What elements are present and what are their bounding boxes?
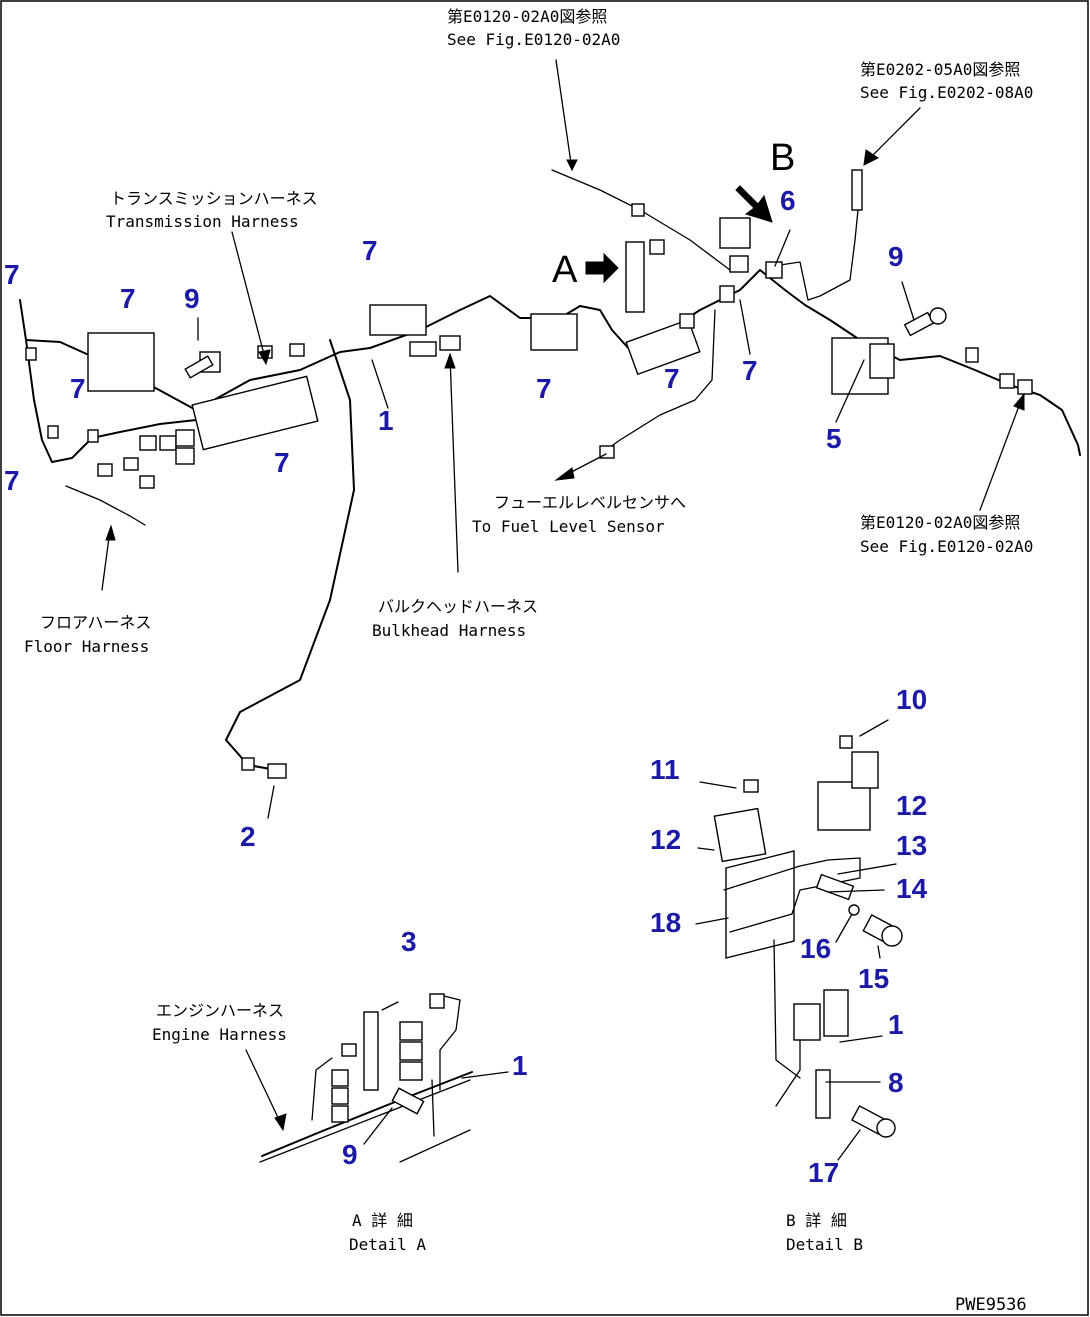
- detail-b-en: Detail B: [786, 1235, 863, 1254]
- bulkhead-en: Bulkhead Harness: [372, 621, 526, 640]
- view-a-letter: A: [552, 249, 578, 291]
- callout-10: 10: [896, 684, 927, 715]
- callout-1-main: 1: [378, 405, 394, 436]
- callout-1-detail-b: 1: [888, 1009, 904, 1040]
- see-top-en: See Fig.E0120-02A0: [447, 30, 620, 49]
- callout-3: 3: [401, 926, 417, 957]
- engine-jp: エンジンハーネス: [156, 1001, 284, 1020]
- engine-en: Engine Harness: [152, 1025, 287, 1044]
- callout-9-left: 9: [184, 283, 200, 314]
- detail-a-drawing: [245, 993, 509, 1163]
- main-harness: [19, 169, 1081, 771]
- see-right-en: See Fig.E0202-08A0: [860, 83, 1033, 102]
- callout-13: 13: [896, 830, 927, 861]
- detail-b-jp: B 詳 細: [786, 1211, 847, 1230]
- callout-7-i: 7: [742, 355, 758, 386]
- callout-9-detail-a: 9: [342, 1139, 358, 1170]
- floor-en: Floor Harness: [24, 637, 149, 656]
- callout-7-g: 7: [536, 373, 552, 404]
- detail-b-drawing: [695, 719, 903, 1161]
- document-id: PWE9536: [955, 1295, 1027, 1315]
- see-right-jp: 第E0202-05A0図参照: [860, 60, 1020, 79]
- callout-17: 17: [808, 1157, 839, 1188]
- see-bottom-jp: 第E0120-02A0図参照: [860, 513, 1020, 532]
- callout-2: 2: [240, 821, 256, 852]
- callout-7-e: 7: [274, 447, 290, 478]
- callout-14: 14: [896, 873, 928, 904]
- callout-7-b: 7: [120, 283, 136, 314]
- callout-1-detail-a: 1: [512, 1050, 528, 1081]
- detail-a-en: Detail A: [349, 1235, 426, 1254]
- callout-15: 15: [858, 963, 889, 994]
- callout-12-left: 12: [650, 824, 681, 855]
- main-leaders: [101, 59, 1025, 819]
- clamps: [87, 304, 895, 451]
- callout-7-d: 7: [4, 465, 20, 496]
- detail-a-jp: A 詳 細: [352, 1211, 413, 1230]
- callouts: 1 2 5 6 7 7 7 7 7 7 7 7 7 9 9 3 1 9 10 1…: [4, 185, 928, 1188]
- view-b-letter: B: [770, 137, 795, 179]
- callout-7-h: 7: [664, 363, 680, 394]
- callout-7-c: 7: [70, 373, 86, 404]
- callout-16: 16: [800, 933, 831, 964]
- annotations: 第E0120-02A0図参照 See Fig.E0120-02A0 第E0202…: [24, 7, 1033, 1315]
- callout-18: 18: [650, 907, 681, 938]
- callout-7-f: 7: [362, 235, 378, 266]
- callout-6: 6: [780, 185, 796, 216]
- callout-11: 11: [650, 754, 680, 785]
- see-bottom-en: See Fig.E0120-02A0: [860, 537, 1033, 556]
- transmission-en: Transmission Harness: [106, 212, 299, 231]
- fuel-en: To Fuel Level Sensor: [472, 517, 665, 536]
- callout-7-a: 7: [4, 259, 20, 290]
- callout-5: 5: [826, 423, 842, 454]
- connectors: [25, 169, 1033, 779]
- transmission-jp: トランスミッションハーネス: [110, 189, 318, 208]
- callout-12-right: 12: [896, 790, 927, 821]
- bulkhead-jp: バルクヘッドハーネス: [378, 597, 538, 616]
- floor-jp: フロアハーネス: [40, 613, 151, 632]
- see-top-jp: 第E0120-02A0図参照: [447, 7, 607, 26]
- callout-8: 8: [888, 1067, 904, 1098]
- fuel-jp: フューエルレベルセンサへ: [494, 493, 686, 512]
- callout-9-right: 9: [888, 241, 904, 272]
